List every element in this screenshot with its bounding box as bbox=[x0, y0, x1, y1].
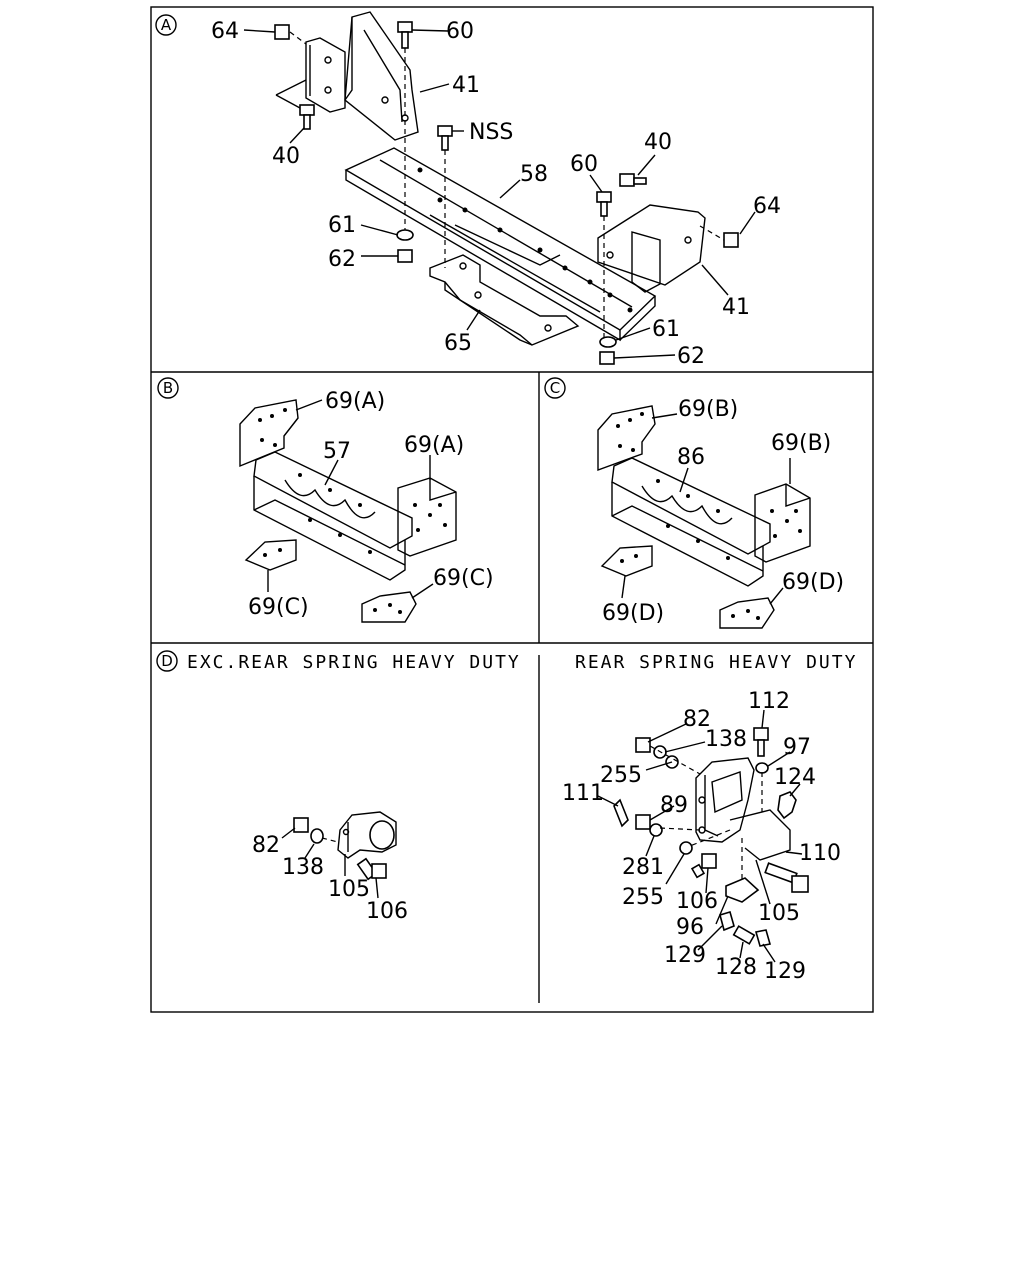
callout-128: 128 bbox=[715, 955, 757, 980]
panel-c-marker: C bbox=[544, 377, 566, 399]
callout-82: 82 bbox=[252, 833, 280, 858]
callout-97: 97 bbox=[783, 735, 811, 760]
callout-40: 40 bbox=[644, 130, 672, 155]
callout-41: 41 bbox=[452, 73, 480, 98]
panel-c-parts bbox=[597, 405, 811, 629]
panel-b-parts bbox=[239, 399, 457, 623]
shackle-assembly-right bbox=[597, 709, 809, 963]
callout-124: 124 bbox=[774, 765, 816, 790]
callout-138: 138 bbox=[705, 727, 747, 752]
callout-60: 60 bbox=[570, 152, 598, 177]
callout-255: 255 bbox=[622, 885, 664, 910]
callout-106: 106 bbox=[366, 899, 408, 924]
left-small-bracket bbox=[305, 37, 346, 113]
callout-40: 40 bbox=[272, 144, 300, 169]
callout-69c: 69(C) bbox=[248, 595, 309, 620]
callout-nss: NSS bbox=[469, 120, 513, 145]
svg-text:C: C bbox=[550, 379, 560, 397]
callout-106: 106 bbox=[676, 889, 718, 914]
callout-60: 60 bbox=[446, 19, 474, 44]
callout-64: 64 bbox=[753, 194, 781, 219]
panel-a-marker: A bbox=[155, 14, 177, 36]
panel-b: B bbox=[157, 377, 494, 623]
callout-281: 281 bbox=[622, 855, 664, 880]
callout-57: 57 bbox=[323, 439, 351, 464]
svg-text:B: B bbox=[163, 379, 173, 397]
callout-41: 41 bbox=[722, 295, 750, 320]
caption-exc-rear-spring: EXC.REAR SPRING HEAVY DUTY bbox=[187, 652, 521, 673]
svg-text:A: A bbox=[161, 16, 172, 34]
callout-58: 58 bbox=[520, 162, 548, 187]
callout-69a: 69(A) bbox=[404, 433, 464, 458]
callout-138: 138 bbox=[282, 855, 324, 880]
callout-61: 61 bbox=[652, 317, 680, 342]
callout-62: 62 bbox=[328, 247, 356, 272]
panel-d-right: REAR SPRING HEAVY DUTY bbox=[562, 652, 857, 984]
callout-69d: 69(D) bbox=[602, 601, 664, 626]
callout-105: 105 bbox=[328, 877, 370, 902]
callout-255: 255 bbox=[600, 763, 642, 788]
callout-129: 129 bbox=[664, 943, 706, 968]
fasteners-a bbox=[274, 21, 739, 365]
callout-86: 86 bbox=[677, 445, 705, 470]
callout-69b: 69(B) bbox=[771, 431, 831, 456]
panel-d-marker: D bbox=[156, 650, 178, 672]
callouts-b: 69(A) 57 69(A) 69(C) 69(C) bbox=[248, 389, 494, 620]
assembly-lines-a bbox=[275, 31, 725, 338]
callouts-a: 64 60 41 40 NSS 58 60 40 64 61 62 41 61 … bbox=[211, 19, 781, 369]
panel-b-marker: B bbox=[157, 377, 179, 399]
panel-d-left: D EXC.REAR SPRING HEAVY DUTY 82 138 105 … bbox=[156, 650, 521, 924]
panel-a: A bbox=[155, 11, 781, 369]
callout-110: 110 bbox=[799, 841, 841, 866]
panel-c: C bbox=[544, 377, 844, 629]
callout-105: 105 bbox=[758, 901, 800, 926]
diagram-frame bbox=[150, 6, 874, 1013]
callout-82: 82 bbox=[683, 707, 711, 732]
frame-rail bbox=[344, 147, 657, 342]
cross-member bbox=[429, 254, 580, 346]
callout-89: 89 bbox=[660, 793, 688, 818]
callout-111: 111 bbox=[562, 781, 604, 806]
caption-rear-spring-heavy-duty: REAR SPRING HEAVY DUTY bbox=[575, 652, 857, 673]
svg-text:D: D bbox=[161, 652, 173, 670]
callout-69a: 69(A) bbox=[325, 389, 385, 414]
right-bracket bbox=[597, 204, 706, 293]
callouts-d-right: 82 112 138 97 255 124 111 89 281 110 255… bbox=[562, 689, 841, 984]
callouts-c: 69(B) 86 69(B) 69(D) 69(D) bbox=[602, 397, 844, 626]
callouts-d-left: 82 138 105 106 bbox=[252, 833, 408, 924]
callout-64: 64 bbox=[211, 19, 239, 44]
callout-129: 129 bbox=[764, 959, 806, 984]
callout-69c: 69(C) bbox=[433, 566, 494, 591]
callout-69b: 69(B) bbox=[678, 397, 738, 422]
shackle-bracket-left bbox=[281, 811, 397, 899]
callout-61: 61 bbox=[328, 213, 356, 238]
callout-69d: 69(D) bbox=[782, 570, 844, 595]
callout-112: 112 bbox=[748, 689, 790, 714]
callout-65: 65 bbox=[444, 331, 472, 356]
callout-96: 96 bbox=[676, 915, 704, 940]
callout-62: 62 bbox=[677, 344, 705, 369]
leader-lines-a bbox=[243, 29, 756, 359]
